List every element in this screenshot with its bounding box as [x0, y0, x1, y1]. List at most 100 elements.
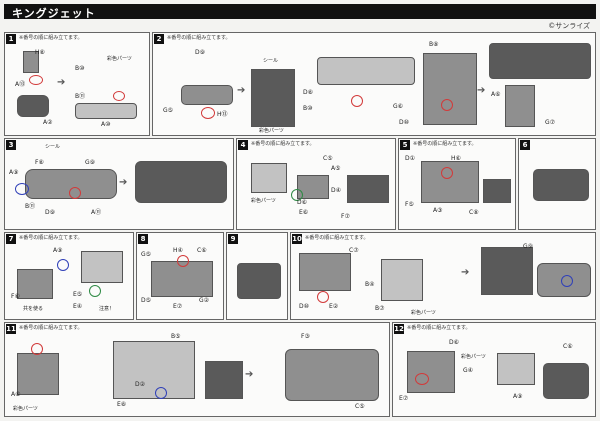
- highlight-circle: [291, 189, 303, 201]
- step-number: 4: [238, 140, 248, 150]
- part-label: B⑩: [303, 105, 313, 112]
- step-3-panel: 3 ➔ A⑨ F⑧ G⑨ A⑪ D⑨ B⑪ シール: [4, 138, 234, 230]
- step-note: ※番号の順に組み立てます。: [407, 325, 471, 331]
- part-label: E⑥: [299, 209, 309, 216]
- part-sprue: [23, 51, 39, 73]
- step-10-panel: 10 ※番号の順に組み立てます。 ➔ C⑦ B④ D⑩ G⑨ E② B⑦ 彩色パ…: [290, 232, 596, 320]
- title-bar: キングジェット: [4, 4, 596, 20]
- arrow-icon: ➔: [57, 77, 66, 88]
- step-number: 10: [292, 234, 302, 244]
- part-label: G⑨: [85, 159, 96, 166]
- part-label: B⑩: [75, 65, 85, 72]
- part-detail: [81, 251, 123, 283]
- color-part-label: 彩色パーツ: [259, 128, 284, 134]
- color-part-label: 彩色パーツ: [107, 56, 132, 62]
- highlight-circle: [29, 75, 43, 85]
- part-label: E⑦: [173, 303, 183, 310]
- highlight-circle: [351, 95, 363, 107]
- part-label: F⑤: [405, 201, 414, 208]
- part-label: F⑦: [341, 213, 350, 220]
- highlight-circle: [31, 343, 43, 355]
- part-detail: [113, 341, 195, 399]
- part-label: B④: [365, 281, 375, 288]
- highlight-circle: [15, 183, 29, 195]
- part-label: A⑪: [91, 209, 102, 216]
- part-label: A⑨: [9, 169, 19, 176]
- step-note: ※番号の順に組み立てます。: [251, 141, 315, 147]
- step-number: 6: [520, 140, 530, 150]
- part-label: E⑦: [399, 395, 409, 402]
- part-jet: [489, 43, 591, 79]
- step-8-panel: 8 C⑥ G⑤ H④ D⑤ E⑦ G②: [136, 232, 224, 320]
- part-block: [347, 175, 389, 203]
- highlight-circle: [177, 255, 189, 267]
- step-note: ※番号の順に組み立てます。: [305, 235, 369, 241]
- step-note: ※番号の順に組み立てます。: [167, 35, 231, 41]
- seal-label: シール: [45, 144, 61, 150]
- part-label: D⑩: [399, 119, 409, 126]
- part-cockpit: [423, 53, 477, 125]
- part-label: E②: [329, 303, 339, 310]
- part-unit: [483, 179, 511, 203]
- part-label: B⑦: [375, 305, 385, 312]
- part-wing: [75, 103, 137, 119]
- part-label: F⑥: [11, 293, 20, 300]
- part-block: [205, 361, 243, 399]
- color-part-label: 彩色パーツ: [251, 198, 276, 204]
- part-label: E⑧: [117, 401, 127, 408]
- part-frame: [151, 261, 213, 297]
- highlight-circle: [113, 91, 125, 101]
- part-label: G⑥: [393, 103, 404, 110]
- arrow-icon: ➔: [477, 85, 486, 96]
- part-nose: [25, 169, 117, 199]
- part-label: D⑧: [303, 89, 313, 96]
- step-number: 12: [394, 324, 404, 334]
- highlight-circle: [57, 259, 69, 271]
- highlight-circle: [317, 291, 329, 303]
- part-label: B⑪: [25, 203, 36, 210]
- part-label: C⑤: [355, 403, 365, 410]
- part-label: C⑤: [323, 155, 333, 162]
- highlight-circle: [561, 275, 573, 287]
- part-label: A⑤: [331, 165, 341, 172]
- part-body: [17, 269, 53, 299]
- part-assembled: [135, 161, 227, 203]
- part-label: G⑤: [163, 107, 174, 114]
- step-7-panel: 7 ※番号の順に組み立てます。 A⑨ E⑤ F⑥ E④ 共を使る 注意！: [4, 232, 134, 320]
- part-label: E④: [73, 303, 83, 310]
- part-label: H④: [173, 247, 183, 254]
- part-label: H⑥: [451, 155, 461, 162]
- step-9-panel: 9: [226, 232, 288, 320]
- step-number: 5: [400, 140, 410, 150]
- step-number: 2: [154, 34, 164, 44]
- highlight-circle: [441, 167, 453, 179]
- part-label: C⑦: [349, 247, 359, 254]
- highlight-circle: [155, 387, 167, 399]
- part-leg: [381, 259, 423, 301]
- part-label: H⑧: [35, 49, 45, 56]
- step-number: 8: [138, 234, 148, 244]
- part-body: [17, 353, 59, 395]
- step-note: ※番号の順に組み立てます。: [413, 141, 477, 147]
- part-label: F③: [301, 333, 310, 340]
- part-label: D①: [405, 155, 415, 162]
- highlight-circle: [441, 99, 453, 111]
- seal-label: シール: [263, 58, 279, 64]
- highlight-circle: [201, 107, 215, 119]
- part-fuselage: [317, 57, 415, 85]
- part-label: A③: [433, 207, 443, 214]
- part-label: D⑥: [297, 199, 307, 206]
- part-label: D②: [135, 381, 145, 388]
- part-body: [181, 85, 233, 105]
- part-label: A⑥: [11, 391, 21, 398]
- step-number: 7: [6, 234, 16, 244]
- part-body: [299, 253, 351, 291]
- part-arm: [497, 353, 535, 385]
- part-label: C⑥: [563, 343, 573, 350]
- part-label: B⑪: [75, 93, 86, 100]
- highlight-circle: [89, 285, 101, 297]
- part-label: A⑨: [53, 247, 63, 254]
- part-label: C⑧: [469, 209, 479, 216]
- arrow-icon: ➔: [461, 267, 470, 278]
- part-assembled: [481, 247, 533, 295]
